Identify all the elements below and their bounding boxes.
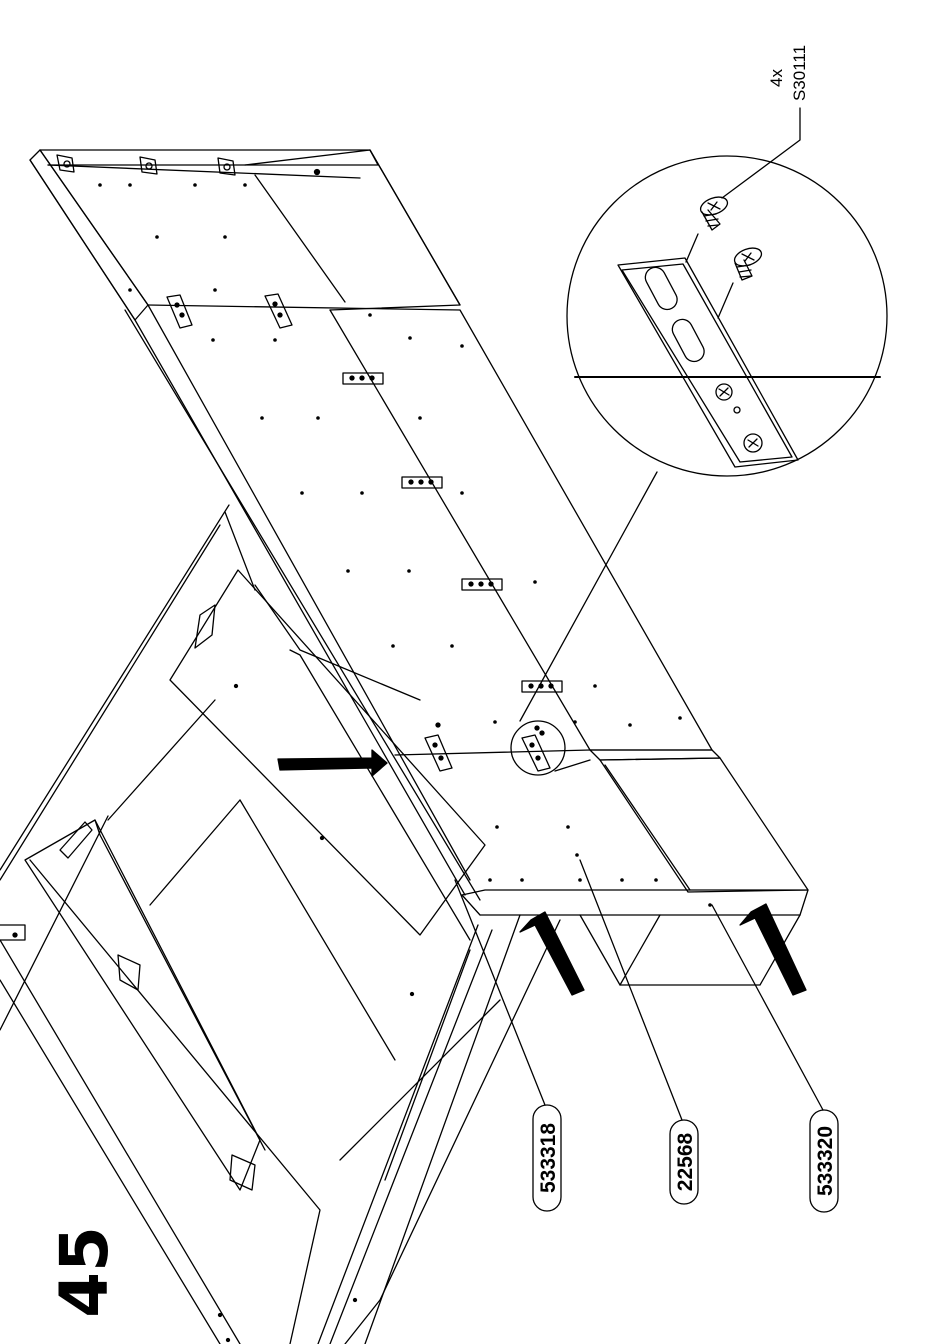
screw-part-code: S30111 [790, 45, 809, 101]
bed-frame [0, 505, 560, 1344]
part-number: 22568 [674, 1132, 697, 1191]
part-label-533320: 533320 [810, 1110, 838, 1212]
part-label-22568: 22568 [670, 1120, 698, 1204]
panel-holes [98, 183, 712, 907]
part-number: 533318 [537, 1123, 560, 1193]
part-leaders [455, 860, 823, 1120]
arrow-up-icon [740, 904, 806, 995]
screw-icon [698, 194, 730, 230]
screw-icon [732, 245, 764, 280]
step-number: 45 [46, 1226, 123, 1318]
arrow-up-icon [520, 912, 584, 995]
arrow-right-icon [278, 750, 387, 776]
screw-quantity: 4x [767, 69, 786, 87]
detail-callout [511, 108, 887, 775]
part-label-533318: 533318 [533, 1105, 561, 1211]
connection-plates [167, 294, 562, 771]
headboard-panel [30, 150, 808, 985]
part-number: 533320 [814, 1126, 837, 1196]
